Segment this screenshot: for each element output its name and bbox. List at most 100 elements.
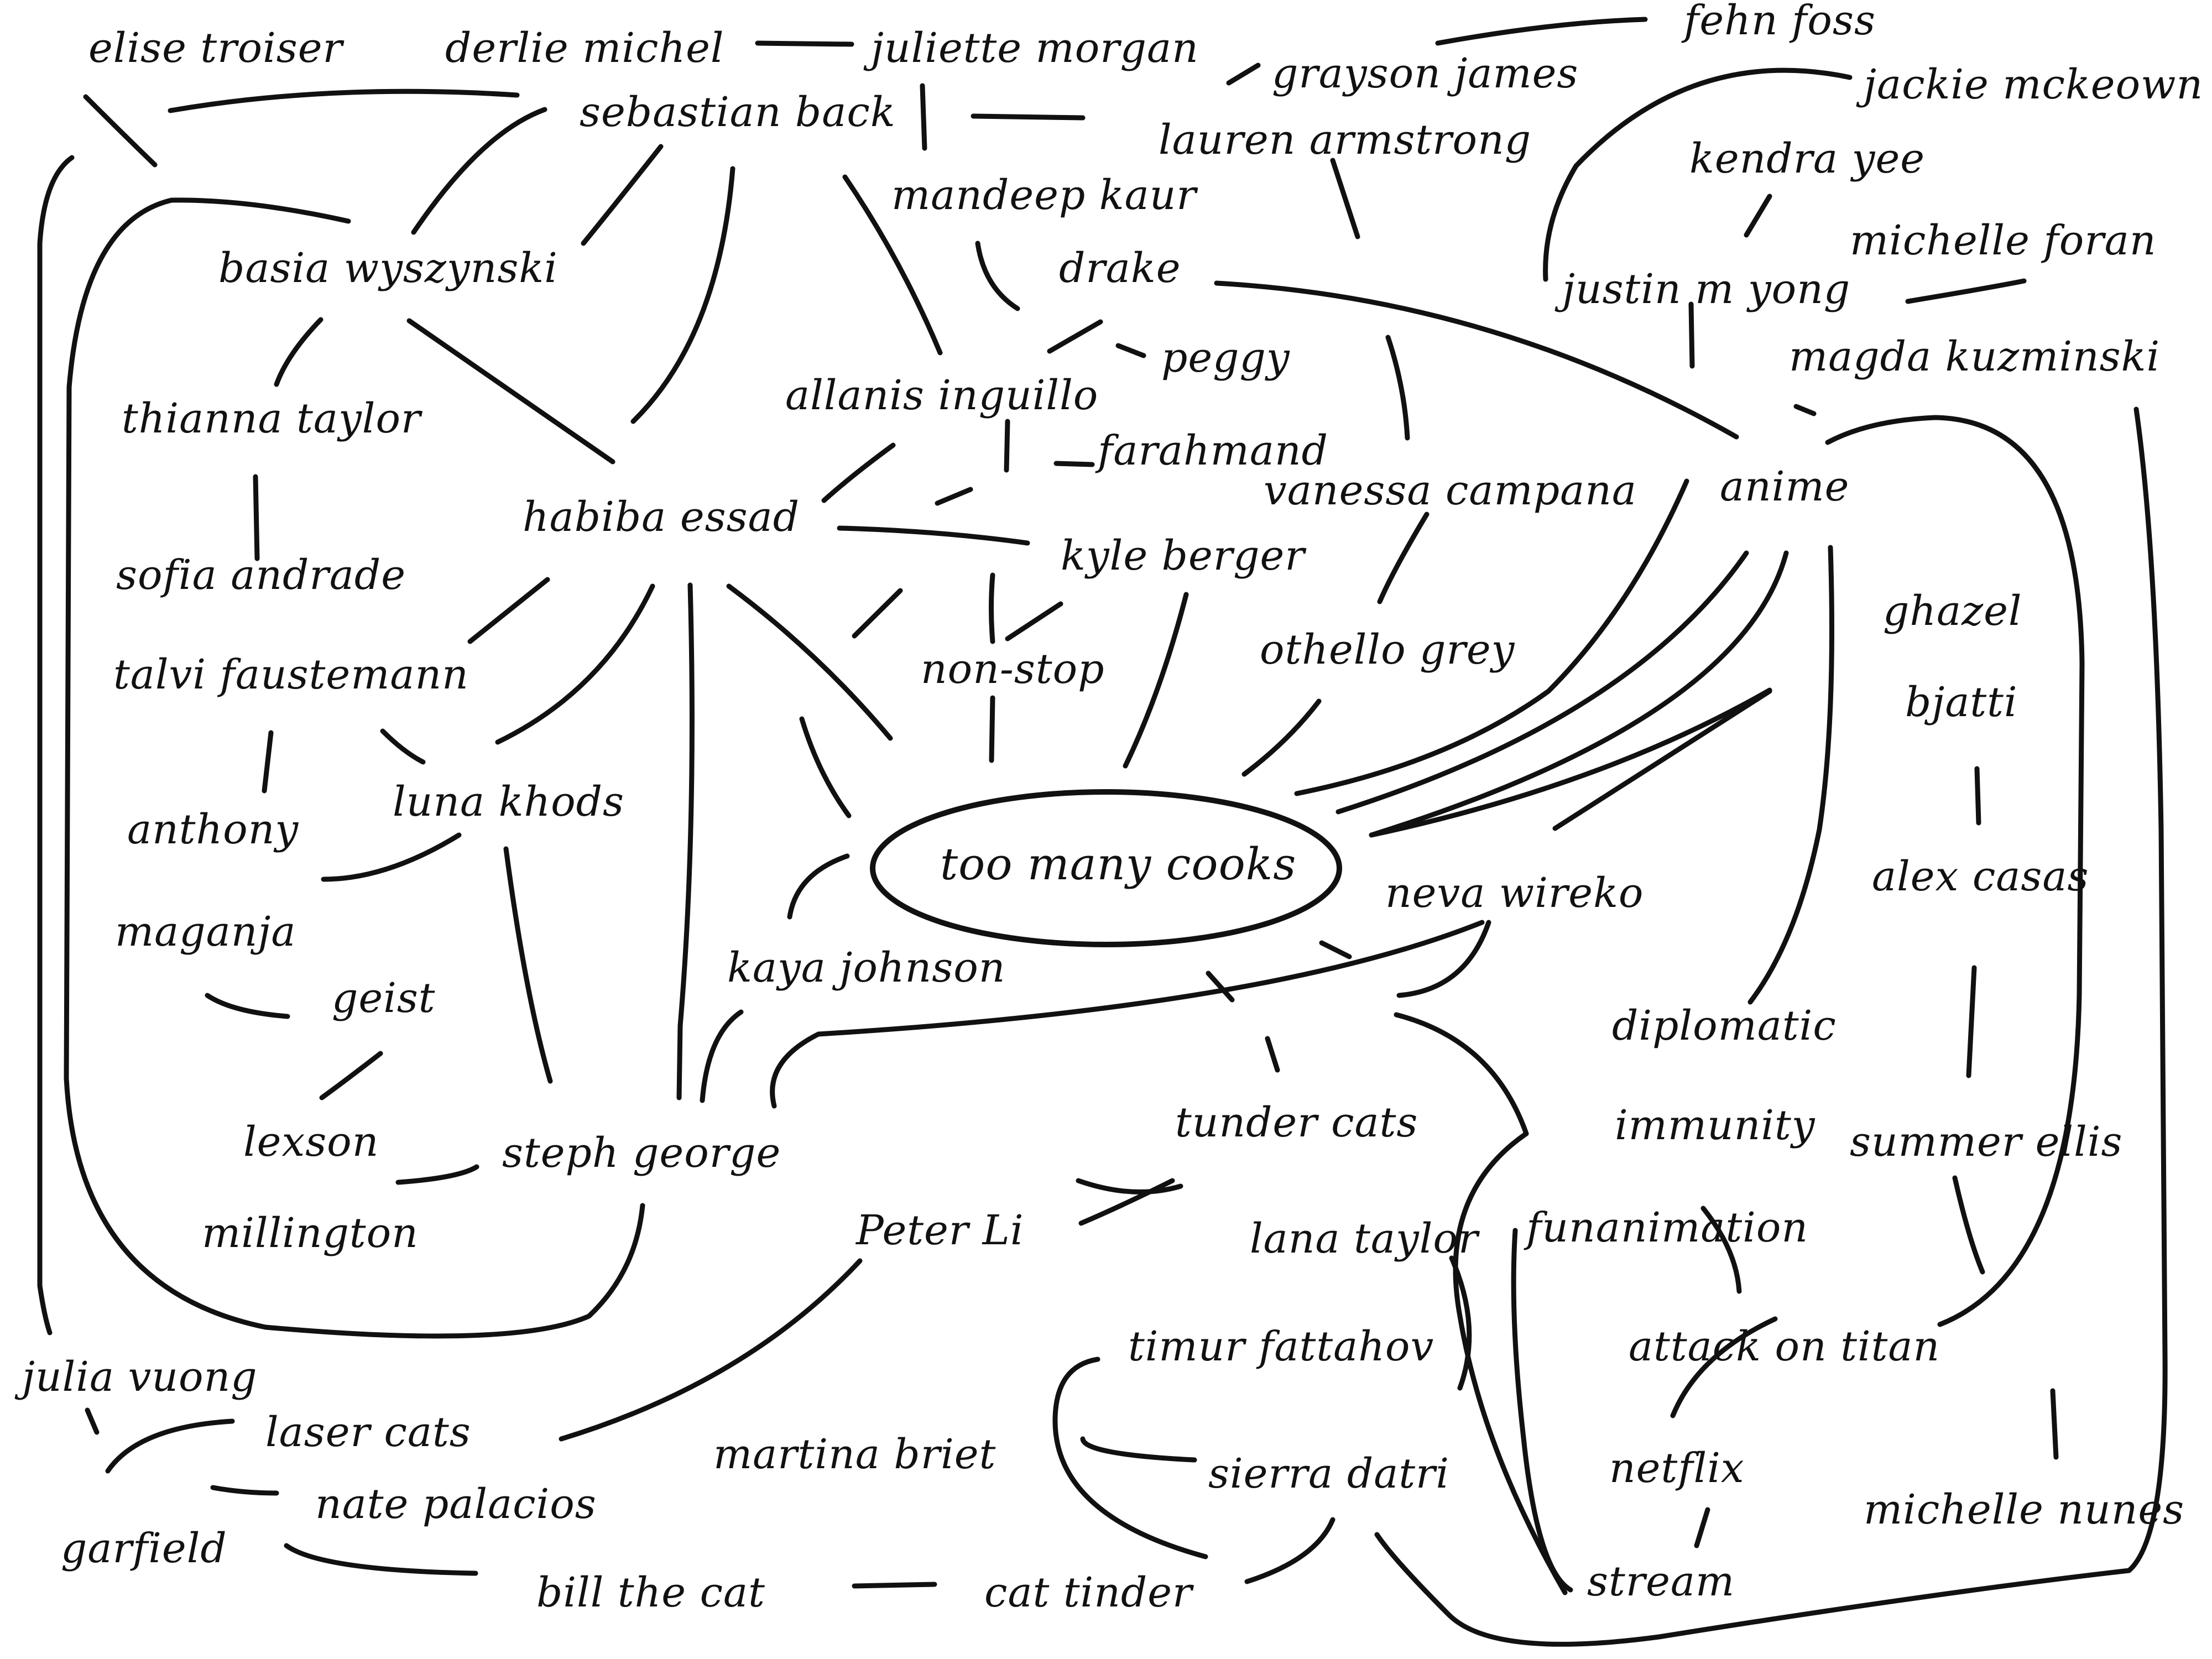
link [319,1051,383,1100]
link [1214,280,1739,440]
node-label-anthony: anthony [127,806,299,853]
link [1226,62,1261,86]
node-label-alex-casas: alex casas [1872,853,2089,900]
node-label-thianna-taylor: thianna taylor [122,395,423,442]
link [755,40,854,47]
node-label-timur-fattahov: timur fattahov [1128,1323,1434,1370]
node-label-othello-grey: othello grey [1260,626,1515,674]
node-label-non-stop: non-stop [921,645,1105,693]
node-label-funanimation: funanimation [1524,1204,1808,1251]
link [1552,688,1772,831]
node-label-laser-cats: laser cats [265,1408,471,1456]
link [837,525,1030,546]
node-label-immunity: immunity [1615,1102,1815,1149]
node-label-magda-kuzminski: magda kuzminski [1789,333,2160,380]
link [852,588,903,639]
link [1076,1178,1183,1194]
link [467,577,550,644]
link [1330,158,1360,239]
node-label-kendra-yee: kendra yee [1689,135,1925,182]
node-label-peggy: peggy [1161,334,1290,382]
link [495,583,655,745]
link [787,853,850,920]
node-label-peter-li: Peter Li [855,1207,1024,1254]
link [1080,1436,1197,1463]
link [1747,545,1834,1005]
node-label-lana-taylor: lana taylor [1250,1215,1480,1262]
link [1670,1316,1778,1418]
link [1123,592,1189,769]
node-label-justin-m-yong: justin m yong [1554,265,1850,313]
link [1265,1036,1280,1073]
node-label-martina-briet: martina briet [713,1431,996,1478]
node-label-lauren-armstrong: lauren armstrong [1159,116,1531,164]
node-label-attack-on-titan: attack on titan [1629,1323,1940,1370]
link [1694,1507,1710,1548]
node-label-geist: geist [332,974,436,1022]
link [581,144,664,246]
link [852,1582,937,1589]
link [559,1258,863,1442]
link [321,832,462,882]
node-label-kyle-berger: kyle berger [1061,532,1307,580]
link [1974,766,1981,826]
link [503,846,553,1084]
link [1244,1517,1335,1584]
node-label-elise-troiser: elise troiser [88,24,345,72]
link [1744,194,1772,238]
node-label-drake: drake [1059,244,1181,292]
node-label-allanis-inguillo: allanis inguillo [785,372,1098,419]
node-label-bill-the-cat: bill the cat [536,1569,765,1616]
link [37,155,75,1335]
link [1047,319,1103,354]
link [1793,404,1817,416]
node-label-juliette-morgan: juliette morgan [863,24,1199,72]
link [1052,1357,1208,1559]
node-label-jackie-mckeown: jackie mckeown [1856,61,2203,108]
node-label-diplomatic: diplomatic [1612,1002,1837,1050]
link [920,83,927,151]
link [1374,406,2168,1647]
link [1078,1178,1175,1226]
link [1385,335,1410,441]
link [1543,67,1853,282]
node-label-stream: stream [1587,1558,1735,1605]
link [411,107,547,235]
link [989,572,995,644]
link [799,716,852,818]
link [85,1407,100,1435]
link [1206,971,1235,1003]
node-label-sebastian-back: sebastian back [580,88,896,136]
link [1952,1175,1985,1275]
link [64,197,645,1339]
link [1377,512,1430,604]
link [989,695,995,763]
link [1335,550,1749,815]
link [1053,461,1095,467]
node-label-luna-khods: luna khods [393,778,624,826]
node-label-talvi-faustemann: talvi faustemann [113,651,469,698]
node-label-netflix: netflix [1609,1444,1745,1492]
link [935,487,973,506]
node-label-basia-wyszynski: basia wyszynski [218,244,558,292]
link [975,241,1020,311]
link [1294,478,1689,796]
node-label-vanessa-campana: vanessa campana [1264,467,1637,514]
link [1396,920,1491,998]
node-label-lexson: lexson [243,1118,379,1166]
link [262,730,274,794]
link [1435,17,1648,46]
link [971,113,1086,121]
link [1005,601,1063,641]
link [1700,1206,1742,1294]
node-label-mandeep-kaur: mandeep kaur [891,171,1198,219]
node-label-steph-george: steph george [502,1129,781,1177]
link [630,166,735,424]
node-label-anime: anime [1720,463,1849,510]
link [1825,415,2085,1327]
node-label-sofia-andrade: sofia andrade [116,551,406,599]
link [105,1418,235,1474]
link [1394,1012,1568,1595]
